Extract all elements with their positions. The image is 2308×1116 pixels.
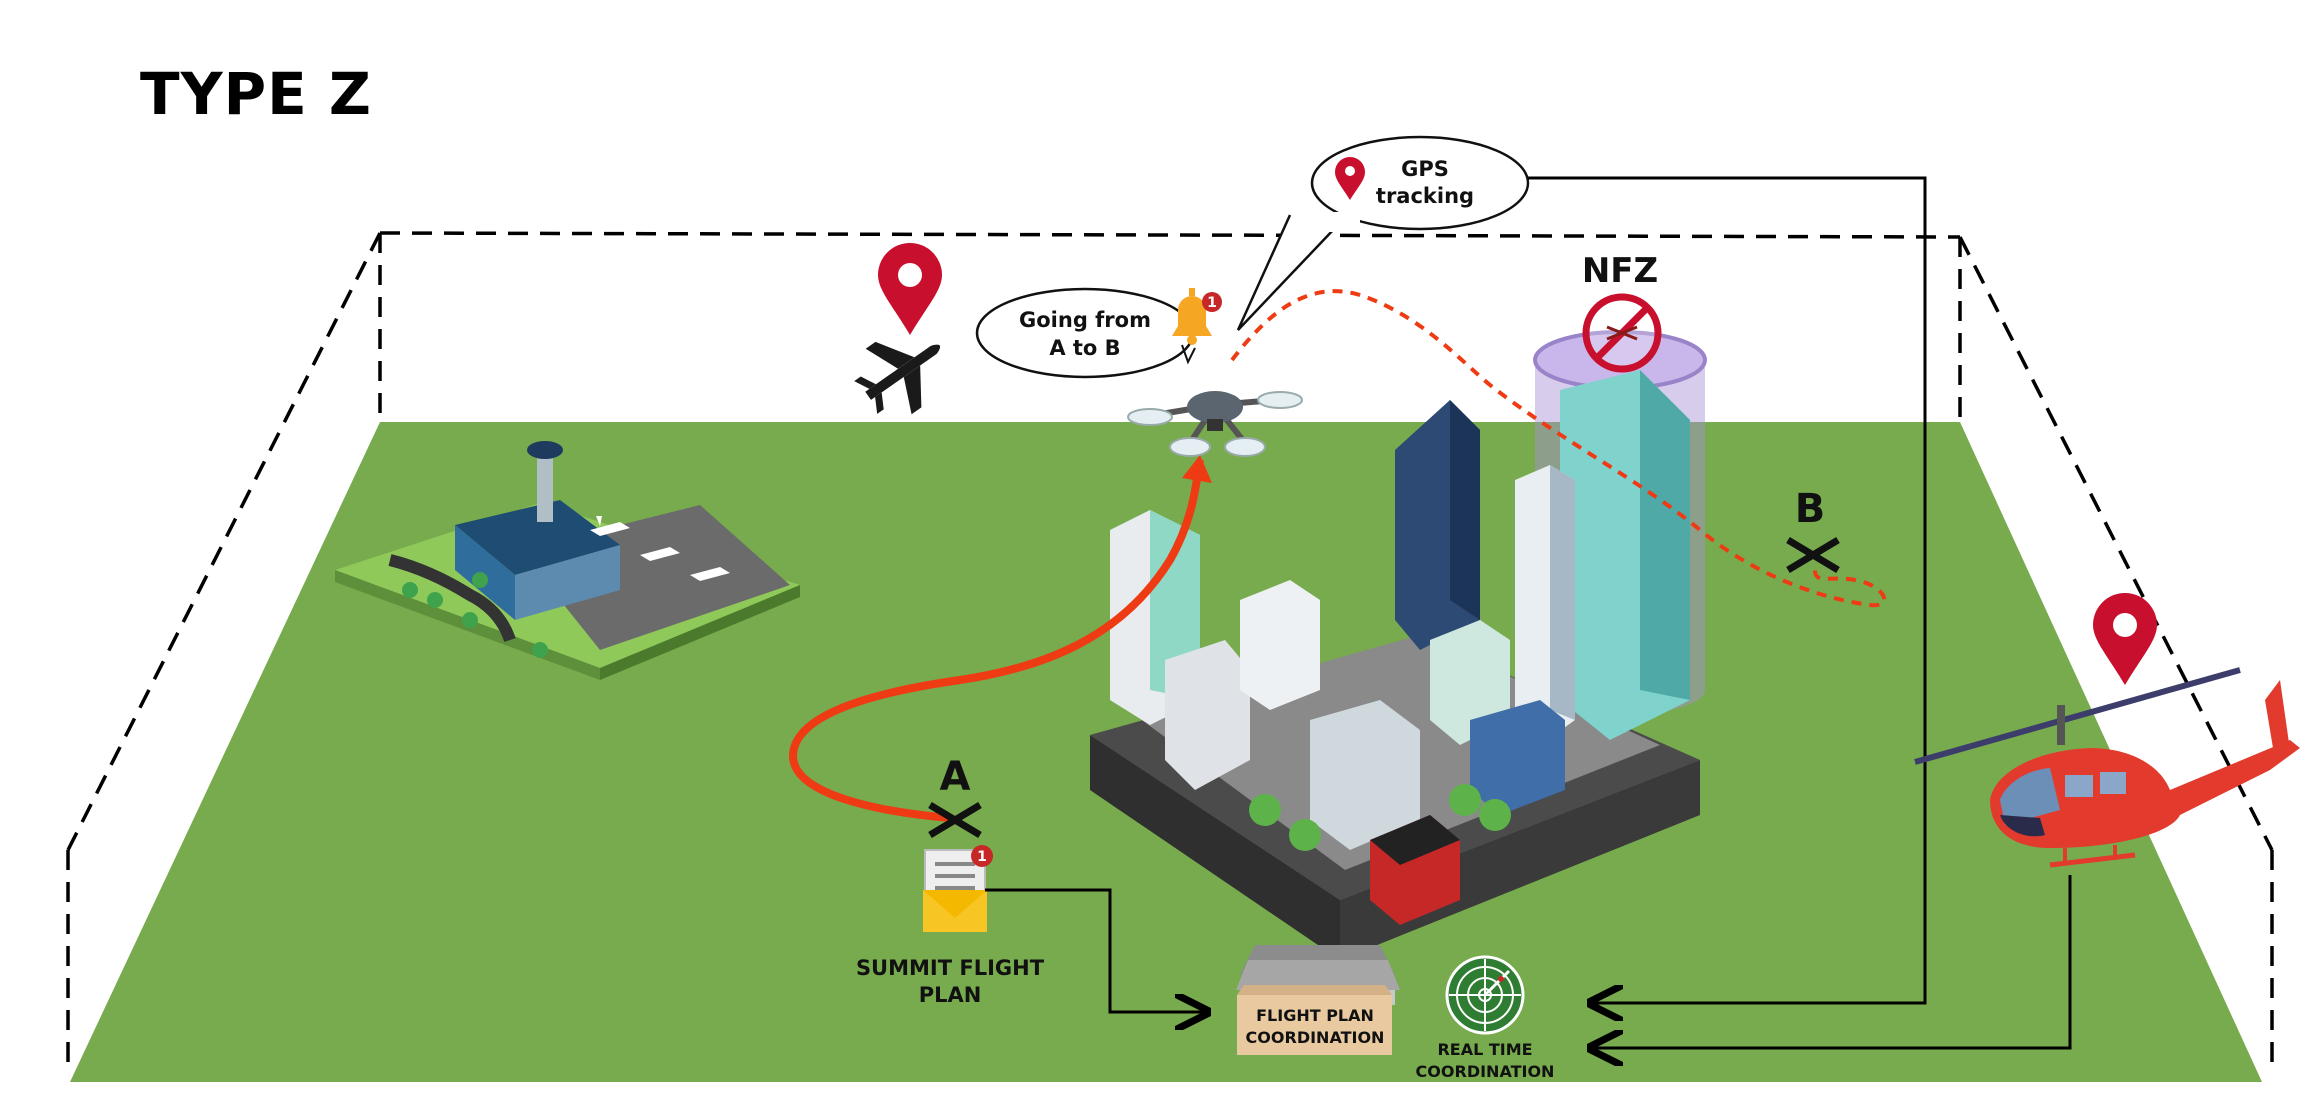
airport-icon	[335, 441, 800, 680]
point-a-label: A	[940, 754, 971, 800]
envelope-badge-count: 1	[977, 849, 987, 865]
submit-plan-line-1: SUMMIT FLIGHT	[856, 956, 1045, 980]
diagram-title: TYPE Z	[140, 60, 372, 128]
gps-connector	[1528, 176, 1927, 1003]
point-a-marker	[928, 801, 982, 839]
departure-route	[788, 459, 1204, 822]
helicopter-pin-icon	[2093, 593, 2157, 685]
drone-icon	[1127, 391, 1303, 457]
submit-connector	[985, 888, 1205, 1012]
real-time-line-2: COORDINATION	[1416, 1062, 1555, 1081]
going-line-2: A to B	[1049, 336, 1120, 360]
gps-speech-bubble: GPS tracking	[1236, 135, 1530, 331]
real-time-line-1: REAL TIME	[1437, 1040, 1532, 1059]
status-speech-bubble: Going from A to B	[975, 287, 1195, 379]
city-icon	[1090, 370, 1700, 960]
airspace-boundary	[66, 231, 2274, 1070]
submit-plan-line-2: PLAN	[919, 983, 982, 1007]
going-line-1: Going from	[1019, 308, 1151, 332]
planned-route-dashed	[1230, 289, 1886, 608]
location-pin-icon	[878, 243, 942, 335]
no-drone-icon	[1582, 293, 1662, 373]
bell-icon: 1	[1172, 288, 1222, 345]
flight-plan-line-1: FLIGHT PLAN	[1256, 1006, 1374, 1025]
flight-plan-line-2: COORDINATION	[1246, 1028, 1385, 1047]
envelope-icon: 1	[923, 845, 993, 932]
radar-icon	[1445, 955, 1525, 1035]
helicopter-connector	[1593, 875, 2072, 1048]
folder-box-icon: FLIGHT PLAN COORDINATION	[1236, 945, 1400, 1055]
helicopter-icon	[1914, 667, 2300, 868]
bell-badge-count: 1	[1207, 295, 1217, 311]
gps-pin-icon	[1335, 157, 1365, 200]
point-b-marker	[1786, 536, 1840, 574]
route-arrowhead	[1182, 455, 1212, 483]
gps-line-1: GPS	[1401, 157, 1449, 181]
airplane-icon	[854, 341, 941, 415]
nfz-label: NFZ	[1582, 251, 1658, 291]
point-b-label: B	[1795, 486, 1826, 532]
gps-line-2: tracking	[1376, 184, 1474, 208]
